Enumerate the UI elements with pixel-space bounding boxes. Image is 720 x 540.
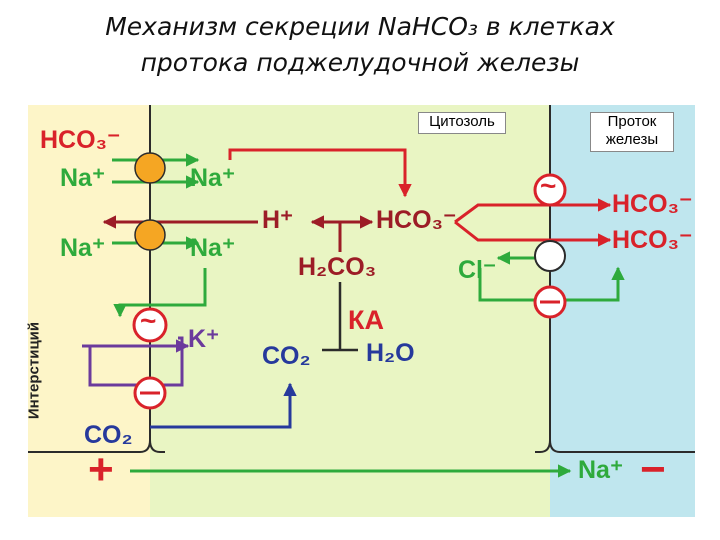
cl-hco3-exchanger	[534, 240, 566, 272]
hco3-interstitium-label: HCO₃⁻	[40, 126, 121, 154]
na-paracellular-label: Na⁺	[578, 456, 624, 484]
na-hco3-cotransporter	[134, 152, 166, 184]
arrow-hco3-out-2	[454, 220, 612, 247]
h2o-label: H₂O	[366, 339, 415, 367]
hco3-cell-label: HCO₃⁻	[376, 206, 457, 234]
duct-label-line-2: железы	[605, 131, 659, 148]
duct-region	[550, 105, 695, 517]
duct-label-line-1: Проток	[607, 113, 657, 130]
cl-ion-label: Cl⁻	[458, 256, 497, 284]
na-interstitium-1-label: Na⁺	[60, 164, 106, 192]
na-h-exchanger	[134, 219, 166, 251]
interstitium-region	[28, 105, 150, 517]
arrow-na-out-pump	[113, 268, 207, 318]
hco3-duct-2-label: HCO₃⁻	[612, 226, 693, 254]
ka-label: КА	[348, 305, 384, 335]
na-interstitium-2-label: Na⁺	[60, 234, 106, 262]
negative-charge-sign: −	[640, 445, 666, 494]
atp-tilde-basolateral: ~	[140, 305, 157, 336]
arrow-co2-diffusion	[150, 382, 297, 429]
atp-tilde-apical: ~	[540, 170, 557, 201]
h-ion-label: H⁺	[262, 206, 294, 234]
positive-charge-sign: +	[88, 445, 114, 494]
title-line-2: протока поджелудочной железы	[140, 48, 580, 77]
na-cell-2-label: Na⁺	[190, 234, 236, 262]
co2-cell-label: CO₂	[262, 342, 311, 370]
interstitium-label: Интерстиций	[25, 321, 43, 420]
k-ion-label: K⁺	[188, 325, 220, 353]
hco3-channel	[533, 173, 567, 207]
title-line-1: Механизм секреции NaHCO₃ в клетках	[105, 12, 615, 41]
h2co3-label: H₂CO₃	[298, 253, 377, 281]
duct-label: Проток железы	[590, 112, 674, 152]
na-cell-1-label: Na⁺	[190, 164, 236, 192]
arrow-cl-recycle	[478, 268, 535, 302]
arrow-hco3-out-1	[454, 198, 612, 224]
co2-interstitium-label: CO₂	[84, 421, 133, 449]
cytosol-label: Цитозоль	[418, 112, 506, 134]
na-k-atpase	[132, 307, 168, 343]
arrow-hco3-cytosol	[228, 148, 412, 198]
cell-region	[150, 105, 550, 517]
hco3-duct-1-label: HCO₃⁻	[612, 190, 693, 218]
